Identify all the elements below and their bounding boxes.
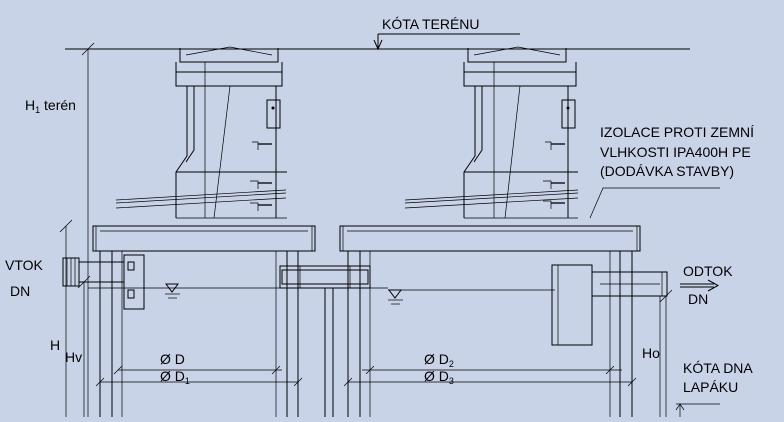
ho-label: Ho xyxy=(642,345,660,361)
water-level-right xyxy=(388,289,555,305)
h1-dimension-line xyxy=(81,42,95,417)
izolace-label-line2: VLHKOSTI IPA400H PE xyxy=(600,144,751,160)
kota-terenu-label: KÓTA TERÉNU xyxy=(382,16,480,32)
height-dimensions xyxy=(59,219,673,417)
left-chamber xyxy=(92,46,316,417)
diameter-d2-label: Ø D2 xyxy=(424,351,454,369)
kota-dna-marker xyxy=(675,403,720,417)
h-label: H xyxy=(50,337,60,353)
diameter-dimensions xyxy=(95,365,637,387)
kota-dna-label-line2: LAPÁKU xyxy=(683,379,738,395)
diameter-d1-label: Ø D1 xyxy=(160,368,190,386)
hv-label: Hv xyxy=(65,349,82,365)
diameter-d3-label: Ø D3 xyxy=(424,368,454,386)
inlet-pipe xyxy=(62,254,145,310)
izolace-label-line1: IZOLACE PROTI ZEMNÍ xyxy=(600,124,754,140)
h1-teren-label: H1 terén xyxy=(25,97,76,115)
terrain-level-line xyxy=(65,33,690,51)
odtok-arrow xyxy=(680,279,720,292)
vtok-dn-label: DN xyxy=(10,283,30,299)
outlet-pipe xyxy=(551,264,668,417)
diameter-d-label: Ø D xyxy=(160,351,185,367)
water-level-left xyxy=(88,283,388,299)
kota-dna-label-line1: KÓTA DNA xyxy=(683,360,753,376)
izolace-leader-line xyxy=(589,187,720,219)
vtok-label: VTOK xyxy=(5,257,44,273)
odtok-label: ODTOK xyxy=(683,263,733,279)
connecting-pipe xyxy=(279,265,371,417)
izolace-label-line3: (DODÁVKA STAVBY) xyxy=(600,163,734,179)
right-chamber xyxy=(339,46,641,417)
odtok-dn-label: DN xyxy=(688,291,708,307)
